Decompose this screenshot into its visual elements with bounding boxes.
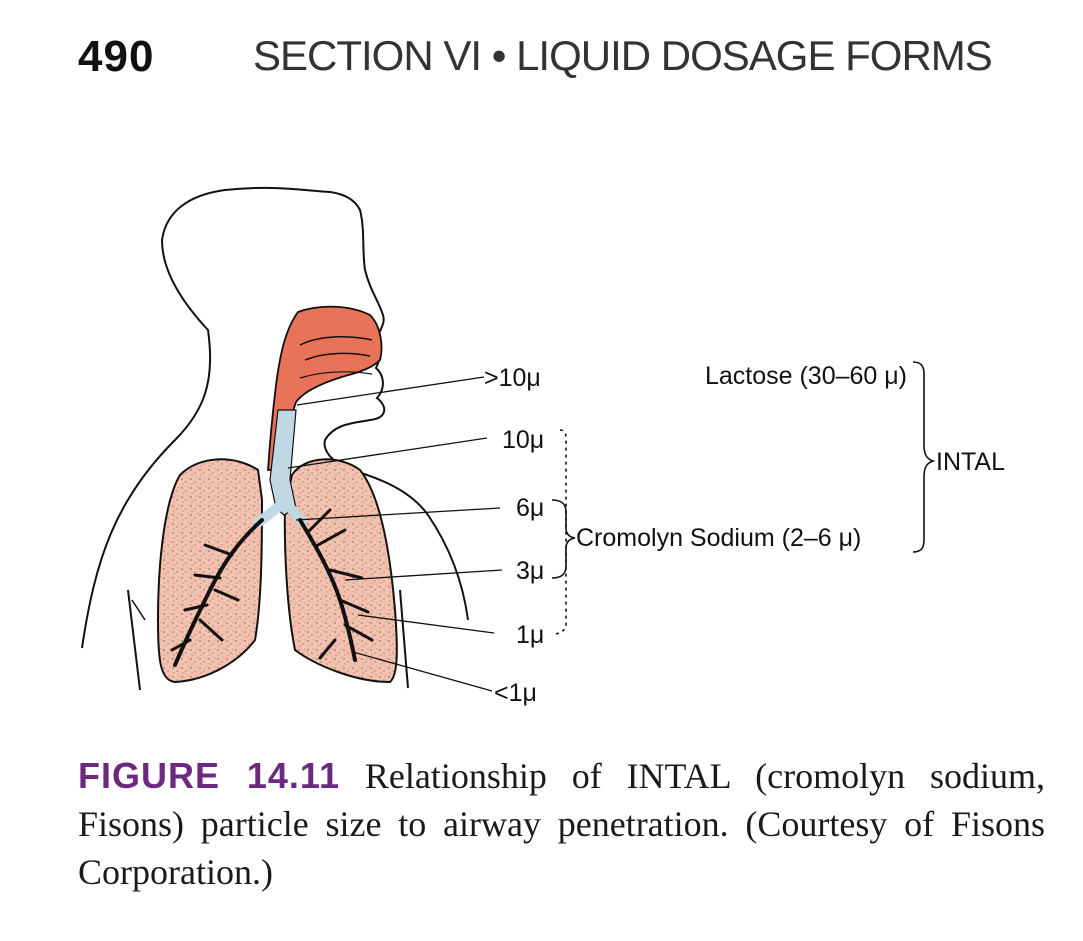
- intal-brace: [912, 361, 936, 553]
- size-label-10: 10μ: [502, 426, 544, 454]
- nasal-cavity: [267, 305, 383, 471]
- palate: [299, 371, 373, 379]
- dotted-range-line: [555, 429, 567, 635]
- right-arm-line: [399, 589, 409, 689]
- body-outline: [81, 186, 469, 649]
- size-label-gt10: >10μ: [484, 364, 541, 392]
- figure-caption: FIGURE 14.11 Relationship of INTAL (crom…: [78, 752, 1045, 896]
- size-label-6: 6μ: [516, 494, 544, 522]
- cromolyn-label: Cromolyn Sodium (2–6 μ): [576, 524, 861, 552]
- figure-number: FIGURE 14.11: [78, 755, 340, 796]
- intal-label: INTAL: [936, 448, 1005, 476]
- size-label-1: 1μ: [516, 621, 544, 649]
- trachea: [269, 409, 297, 516]
- bronchial-tree: [170, 508, 374, 667]
- page-number: 490: [78, 32, 155, 81]
- pointer-lines: [287, 376, 503, 692]
- section-title: SECTION VI • LIQUID DOSAGE FORMS: [253, 32, 993, 79]
- lactose-label: Lactose (30–60 μ): [705, 362, 907, 390]
- nasal-turbinate-1: [299, 335, 373, 346]
- caption-text: Relationship of INTAL (cromolyn sodium, …: [78, 756, 1046, 892]
- nasal-turbinate-2: [304, 352, 371, 361]
- size-label-lt1: <1μ: [494, 679, 537, 707]
- left-arm-edge: [131, 599, 146, 621]
- size-label-3: 3μ: [516, 557, 544, 585]
- cromolyn-brace: [551, 499, 576, 579]
- left-arm-line: [127, 589, 141, 691]
